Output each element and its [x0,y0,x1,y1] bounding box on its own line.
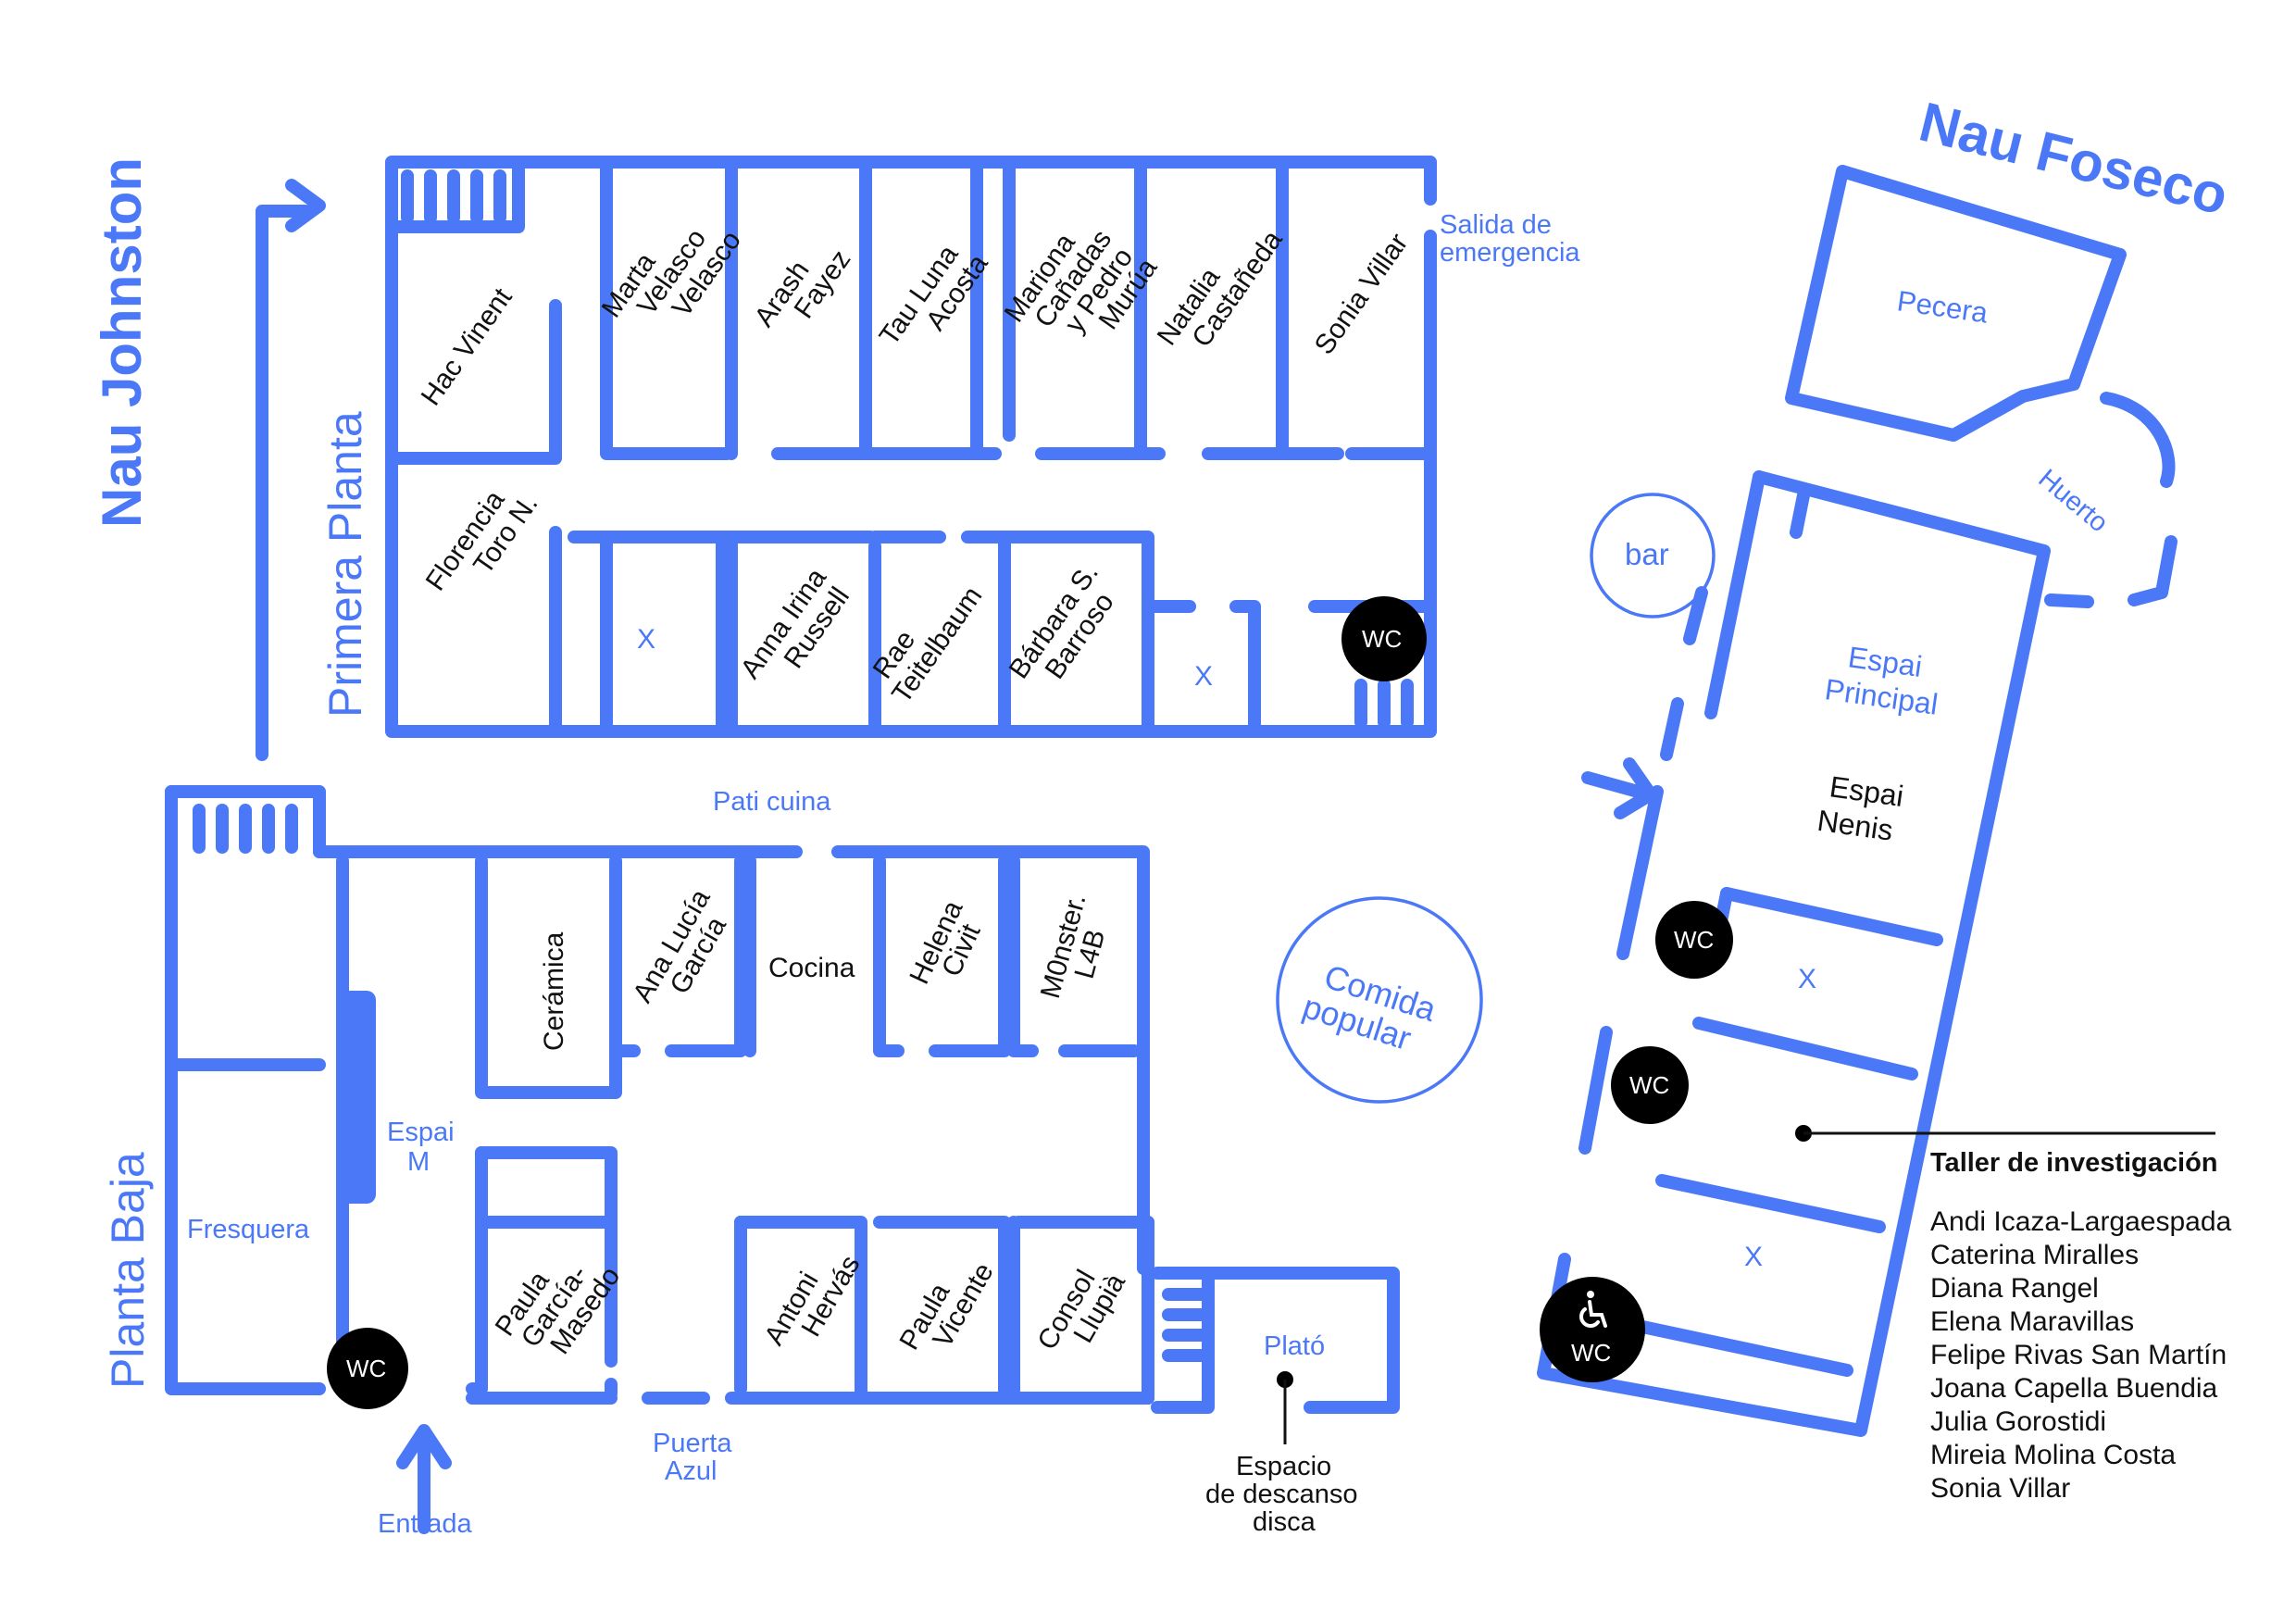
svg-text:Comidapopular: Comidapopular [1298,954,1441,1062]
legend-item: Joana Capella Buendia [1930,1373,2218,1404]
foseco-x-2: X [1744,1242,1763,1272]
legend-item: Diana Rangel [1930,1273,2099,1304]
nau-johnston-title: Nau Johnston [91,157,153,528]
legend-item: Andi Icaza-Largaespada [1930,1206,2232,1237]
wc-primera[interactable]: WC [1341,596,1427,681]
room-marta-velasco: MartaVelascoVelasco [596,193,747,356]
wc-foseco-accessible[interactable]: WC [1540,1277,1645,1382]
room-x-2: X [1194,661,1213,692]
svg-text:WC: WC [1362,625,1402,653]
room-anna-irina: Anna IrinaRussell [735,563,857,702]
huerto-label: Huerto [2033,464,2114,538]
pecera-label: Pecera [1895,284,1990,329]
stair-arrow-icon [256,205,312,761]
planta-baja-plan [165,785,1400,1534]
legend-item: Sonia Villar [1930,1473,2071,1504]
legend-title: Taller de investigación [1930,1148,2218,1178]
room-monster: M0nster.L4B [1035,891,1119,1008]
room-ana-lucia: Ana LucíaGarcía [627,884,740,1022]
plato-label: Plató [1264,1331,1325,1361]
room-x-1: X [637,624,655,655]
legend-item: Caterina Miralles [1930,1240,2140,1270]
fresquera-label: Fresquera [187,1215,310,1244]
bar-circle: bar [1590,493,1716,618]
espai-nenis-label: EspaiNenis [1816,768,1905,848]
primera-planta-plan [256,156,1437,761]
room-sonia-villar: Sonia Villar [1309,228,1415,360]
taller-legend: Taller de investigación Andi Icaza-Larga… [1930,1146,2231,1505]
legend-list: Andi Icaza-Largaespada Caterina Miralles… [1930,1206,2231,1505]
primera-planta-label: Primera Planta [319,411,371,718]
svg-text:bar: bar [1625,537,1669,571]
svg-text:WC: WC [1629,1071,1669,1099]
svg-text:WC: WC [346,1355,386,1382]
wc-foseco-2[interactable]: WC [1611,1046,1689,1124]
room-ceramica: Cerámica [539,931,569,1051]
pati-cuina-label: Pati cuina [713,787,831,817]
legend-item: Julia Gorostidi [1930,1406,2107,1437]
room-natalia: NataliaCastañeda [1152,208,1289,369]
espai-principal-label: EspaiPrincipal [1823,637,1945,720]
room-cocina: Cocina [768,953,855,983]
room-florencia: FlorenciaToro N. [420,472,544,614]
wheelchair-icon [1579,1291,1607,1328]
entrada-label: Entrada [378,1509,472,1539]
room-paula-vicente: PaulaVicente [893,1243,999,1368]
room-barbara: Bárbara S.Barroso [1004,558,1129,702]
wc-foseco-1[interactable]: WC [1655,901,1733,979]
taller-pointer [1795,1125,2215,1142]
legend-item: Elena Maravillas [1930,1306,2135,1337]
foseco-plan [1537,165,2177,1437]
legend-item: Felipe Rivas San Martín [1930,1340,2227,1370]
comida-popular: Comidapopular [1276,896,1483,1104]
svg-text:WC: WC [1571,1339,1611,1367]
room-antoni: AntoniHervás [758,1236,866,1364]
room-arash-fayez: ArashFayez [749,229,857,348]
planta-baja-label: Planta Baja [102,1152,154,1389]
foseco-x-1: X [1798,964,1816,994]
room-helena-civit: HelenaCivit [904,896,992,1000]
legend-item: Mireia Molina Costa [1930,1440,2177,1470]
wc-planta-baja[interactable]: WC [327,1328,408,1409]
room-hac-vinent: Hac Vinent [416,282,518,411]
room-consol: ConsolLlupià [1031,1255,1131,1369]
planta-baja-labels: Cerámica Ana LucíaGarcía Cocina HelenaCi… [490,884,1132,1369]
svg-text:WC: WC [1674,926,1714,954]
